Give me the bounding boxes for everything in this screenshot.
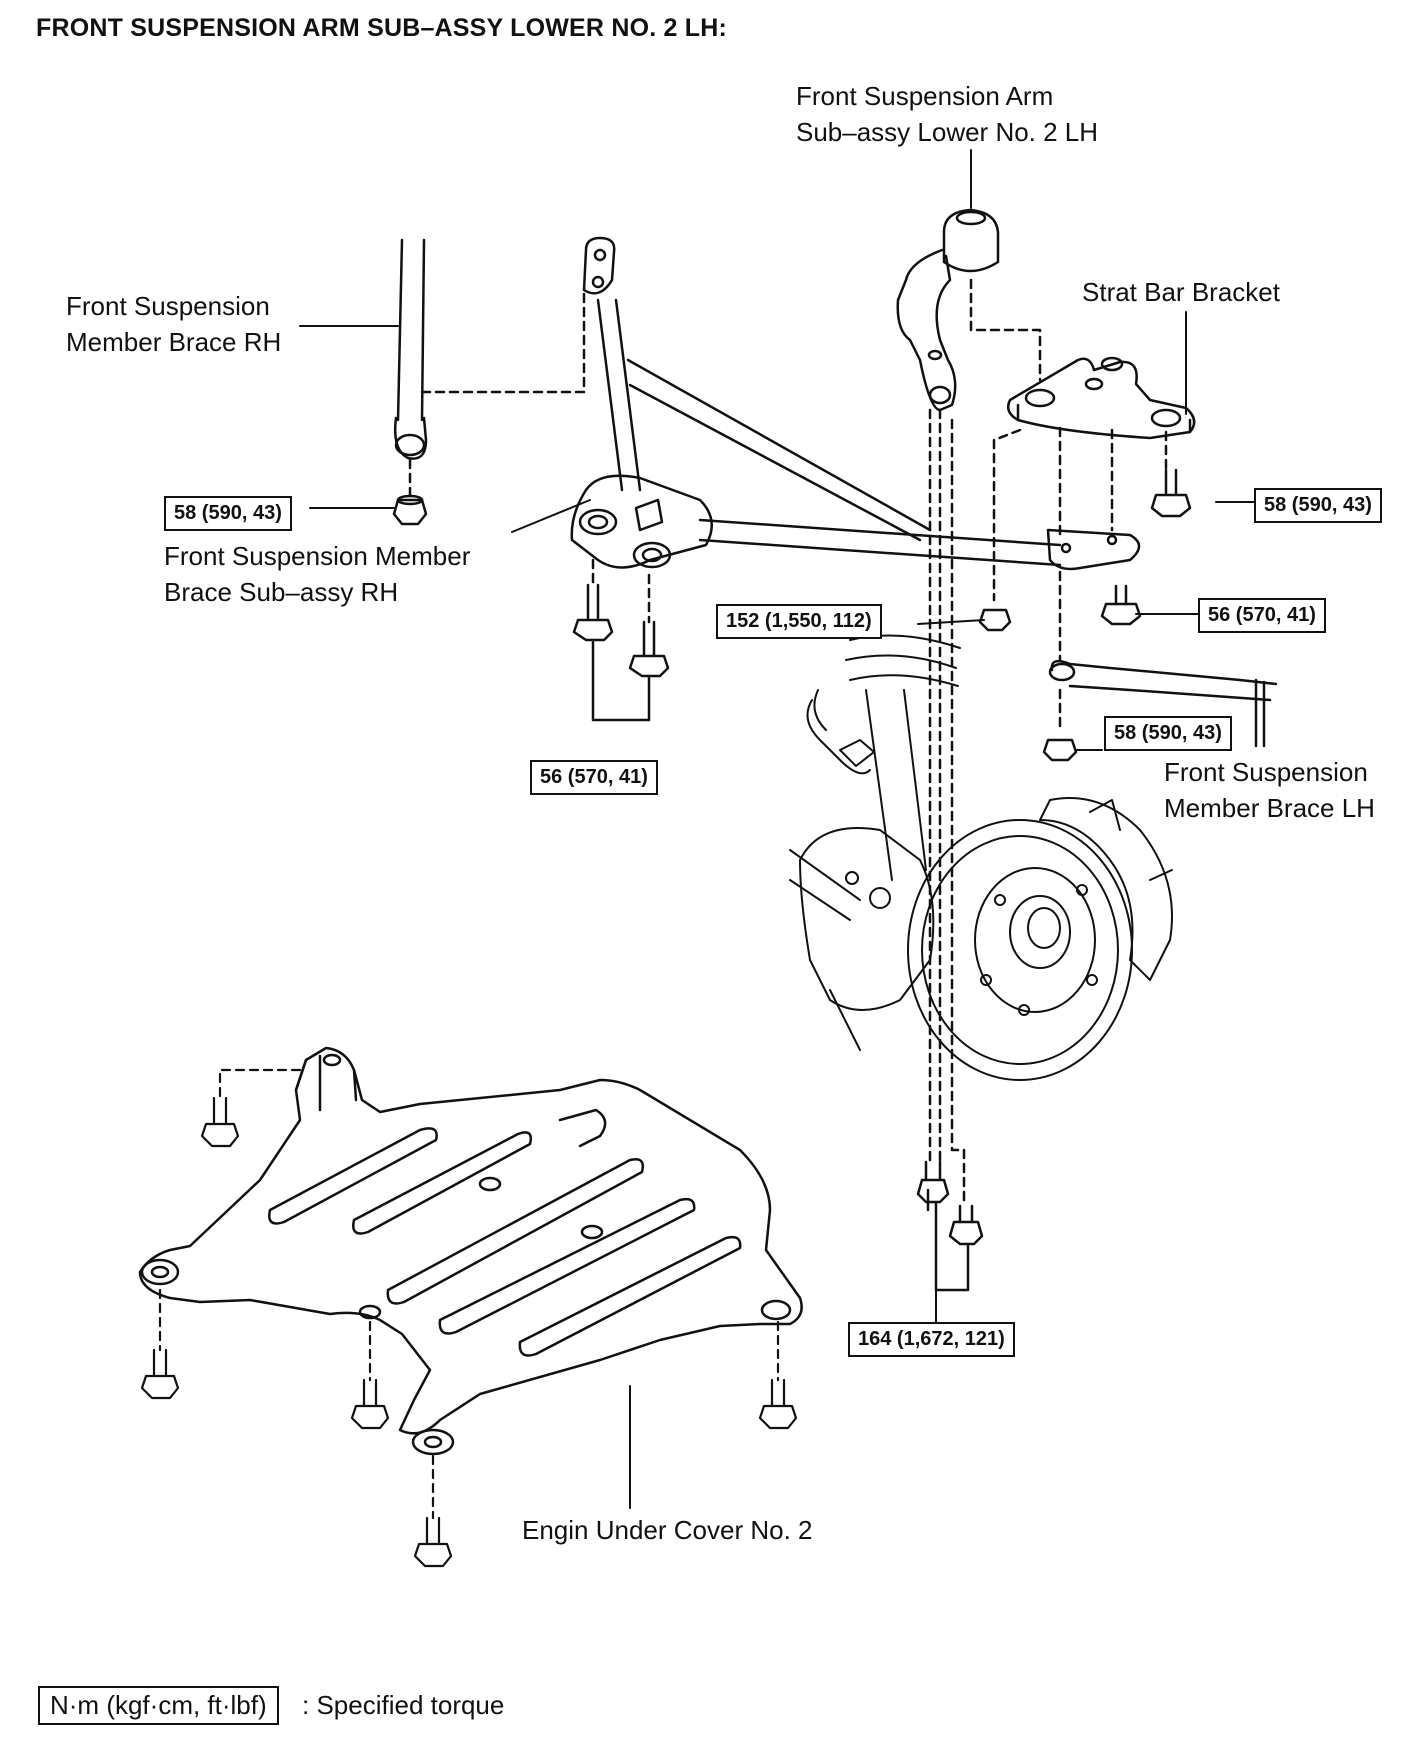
bolts-56-rh — [572, 583, 670, 678]
label-under-cover: Engin Under Cover No. 2 — [522, 1515, 813, 1545]
member-brace-lh-part — [1042, 659, 1278, 762]
member-brace-rh-part — [392, 238, 428, 526]
bolt-strat-bar — [1150, 468, 1192, 518]
strat-bar-bracket-part — [1007, 356, 1196, 440]
bolts-164 — [916, 1160, 984, 1292]
nut-152 — [978, 608, 1012, 632]
label-arm-lower-no2: Front Suspension Arm Sub–assy Lower No. … — [796, 81, 1099, 147]
torque-box: 58 (590, 43) — [1104, 716, 1232, 751]
torque-box: 56 (570, 41) — [1198, 598, 1326, 633]
torque-box: 58 (590, 43) — [1254, 488, 1382, 523]
label-brace-lh: Front Suspension Member Brace LH — [1164, 757, 1375, 823]
torque-box: 56 (570, 41) — [530, 760, 658, 795]
label-strat-bar-bracket: Strat Bar Bracket — [1082, 277, 1280, 307]
label-brace-rh: Front Suspension Member Brace RH — [66, 291, 282, 357]
engine-under-cover-part — [138, 1046, 803, 1456]
bolt-brace-lh-end — [1100, 584, 1142, 626]
torque-unit-legend: N·m (kgf·cm, ft·lbf) — [38, 1686, 279, 1725]
torque-legend-text: : Specified torque — [302, 1690, 505, 1720]
leader-lines — [299, 149, 1257, 1509]
under-cover-bolts — [140, 1068, 798, 1568]
torque-box: 152 (1,550, 112) — [716, 604, 882, 639]
strut-knuckle-assembly — [789, 634, 1173, 1081]
torque-box: 58 (590, 43) — [164, 496, 292, 531]
label-brace-sub-assy-rh: Front Suspension Member Brace Sub–assy R… — [164, 541, 471, 607]
member-brace-sub-assy-rh-part — [570, 236, 1141, 571]
arm-lower-no2-part — [896, 208, 1000, 412]
torque-box: 164 (1,672, 121) — [848, 1322, 1015, 1357]
page-title: FRONT SUSPENSION ARM SUB–ASSY LOWER NO. … — [36, 14, 728, 42]
